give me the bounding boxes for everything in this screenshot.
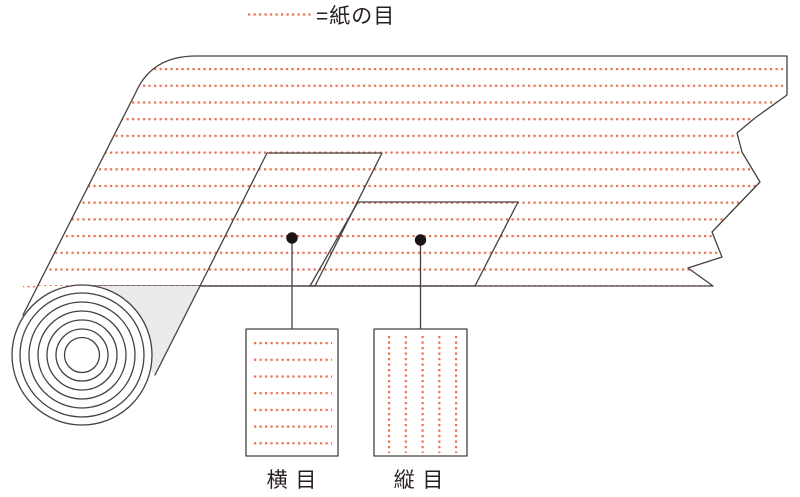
sample-cut-tateme bbox=[309, 201, 519, 287]
legend-label: =紙の目 bbox=[316, 5, 395, 28]
roll-ring bbox=[46, 319, 118, 391]
sample-label-tateme: 縦 目 bbox=[394, 469, 445, 492]
legend: =紙の目 bbox=[248, 5, 395, 28]
roll-ring-outer bbox=[11, 284, 153, 426]
roll-ring bbox=[55, 328, 109, 382]
marker-dot-yokome bbox=[286, 232, 298, 244]
roll-wrap-edge bbox=[154, 285, 201, 376]
sample-sheet-tateme: 縦 目 bbox=[373, 328, 468, 492]
callout-tateme bbox=[414, 234, 427, 330]
sample-grain-tateme bbox=[386, 334, 458, 453]
roll-ring bbox=[19, 292, 145, 418]
paper-sheet-grain-dots bbox=[23, 56, 787, 292]
roll-ring bbox=[28, 301, 136, 409]
paper-roll bbox=[11, 284, 153, 426]
sample-grain-yokome bbox=[252, 340, 332, 446]
marker-dot-tateme bbox=[414, 234, 427, 246]
sample-label-yokome: 横 目 bbox=[267, 469, 318, 492]
roll-core bbox=[63, 336, 101, 374]
paper-sheet-outline bbox=[22, 55, 788, 316]
paper-sheet bbox=[22, 55, 788, 316]
callout-yokome bbox=[286, 232, 298, 330]
roll-ring bbox=[37, 310, 127, 400]
sample-sheet-yokome: 横 目 bbox=[245, 328, 339, 492]
